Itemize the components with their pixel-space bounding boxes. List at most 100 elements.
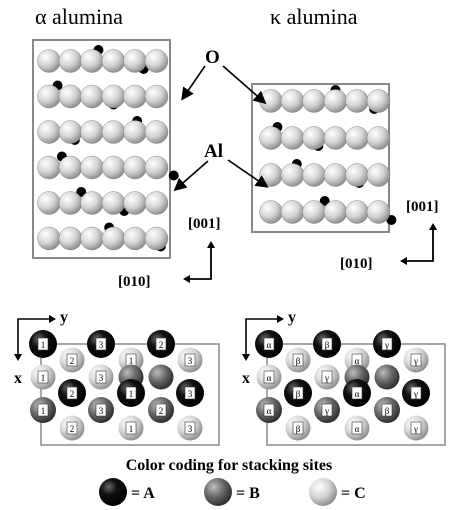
numeric-site-label: 2 — [70, 356, 75, 366]
kappa-o-atom — [345, 89, 369, 113]
alpha-o-atom — [144, 84, 169, 109]
greek-site-tag — [292, 386, 304, 400]
alpha-o-atom — [101, 155, 126, 180]
greek-site — [374, 364, 400, 390]
greek-site-label: β — [385, 406, 390, 416]
grid-axis-x-left: x — [14, 370, 22, 387]
kappa-o-atom — [366, 200, 391, 224]
alpha-o-atom — [144, 155, 169, 180]
greek-site-label: γ — [324, 406, 329, 416]
greek-site-tag — [381, 403, 393, 417]
legend-swatch-c — [309, 478, 337, 506]
kappa-o-atom — [280, 126, 305, 150]
numeric-site-tag — [155, 337, 167, 351]
alpha-al-atom — [168, 170, 179, 181]
alpha-o-atom — [58, 120, 83, 144]
alpha-o-atom — [80, 49, 104, 73]
kappa-o-atom — [280, 163, 305, 187]
kappa-o-atom — [366, 163, 391, 187]
grid-axes-right — [242, 315, 284, 361]
numeric-site-tag — [95, 370, 107, 384]
kappa-structure-frame — [251, 83, 390, 233]
numeric-site-tag — [66, 421, 78, 435]
alpha-o-atom — [37, 155, 61, 180]
numeric-site-label: 3 — [99, 373, 104, 383]
numeric-site-tag — [66, 386, 78, 400]
alpha-o-atom — [37, 120, 61, 144]
greek-site-label: α — [355, 356, 360, 366]
pointer-arrows — [173, 65, 269, 192]
greek-site-tag — [263, 403, 275, 417]
numeric-site-tag — [125, 386, 137, 400]
numeric-site-tag — [184, 386, 196, 400]
title-alpha-alumina: α alumina — [35, 4, 123, 29]
numeric-site-label: 2 — [70, 389, 75, 399]
greek-site-tag — [321, 370, 333, 384]
alpha-structure-atoms — [37, 45, 179, 252]
numeric-site-label: 1 — [41, 406, 46, 416]
kappa-o-atom — [302, 200, 326, 224]
numeric-site-label: 2 — [70, 424, 75, 434]
alpha-o-atom — [37, 84, 61, 109]
kappa-o-atom — [259, 200, 283, 224]
legend-item-b: = B — [204, 478, 260, 506]
alpha-o-atom — [123, 49, 147, 73]
numeric-site-tag — [184, 421, 196, 435]
numeric-site-tag — [184, 353, 196, 367]
kappa-o-atom — [366, 89, 391, 113]
numeric-site-label: 1 — [129, 424, 134, 434]
alpha-o-atom — [58, 191, 83, 215]
direction-001-left: [001] — [188, 216, 221, 232]
numeric-site-tag — [66, 353, 78, 367]
alpha-o-atom — [123, 120, 147, 144]
numeric-site-tag — [95, 403, 107, 417]
greek-site-label: γ — [384, 340, 389, 350]
alpha-o-atom — [80, 120, 104, 144]
numeric-site-label: 3 — [188, 424, 193, 434]
title-kappa-alumina: κ alumina — [270, 4, 358, 29]
kappa-o-atom — [345, 126, 369, 150]
greek-site-label: β — [325, 340, 330, 350]
greek-site-label: γ — [413, 424, 418, 434]
numeric-site — [148, 364, 174, 390]
greek-site-label: β — [296, 356, 301, 366]
alpha-o-atom — [80, 155, 104, 180]
greek-site-tag — [351, 421, 363, 435]
kappa-o-atom — [366, 126, 391, 150]
grid-axis-y-left: y — [60, 309, 68, 326]
legend-swatch-b — [204, 478, 232, 506]
numeric-site-label: 2 — [159, 340, 164, 350]
greek-site-tag — [410, 353, 422, 367]
greek-site-tag — [292, 421, 304, 435]
legend-swatch-a — [99, 478, 127, 506]
greek-site-label: α — [267, 406, 272, 416]
kappa-o-atom — [345, 200, 369, 224]
alpha-al-atom — [76, 187, 87, 197]
numeric-site-label: 3 — [99, 406, 104, 416]
kappa-o-atom — [302, 89, 326, 113]
alpha-o-atom — [37, 49, 61, 73]
alpha-o-atom — [101, 84, 126, 109]
kappa-o-atom — [323, 200, 348, 224]
kappa-o-atom — [302, 163, 326, 187]
greek-site-tag — [381, 337, 393, 351]
greek-site-label: α — [267, 373, 272, 383]
kappa-o-atom — [259, 126, 283, 150]
kappa-al-atom — [319, 196, 330, 206]
alpha-o-atom — [101, 120, 126, 144]
greek-site-label: α — [355, 389, 360, 399]
greek-site-tag — [410, 421, 422, 435]
oxygen-label: O — [205, 47, 220, 68]
axes-right — [400, 223, 437, 265]
grid-numeric-frame — [40, 343, 220, 446]
alpha-o-atom — [80, 191, 104, 215]
numeric-site-label: 3 — [188, 356, 193, 366]
numeric-site-tag — [37, 337, 49, 351]
kappa-o-atom — [280, 200, 305, 224]
greek-site-label: α — [355, 424, 360, 434]
oxygen-arrow-right — [222, 65, 267, 105]
legend-title: Color coding for stacking sites — [126, 457, 333, 474]
numeric-site-tag — [95, 337, 107, 351]
numeric-site-label: 3 — [99, 340, 104, 350]
